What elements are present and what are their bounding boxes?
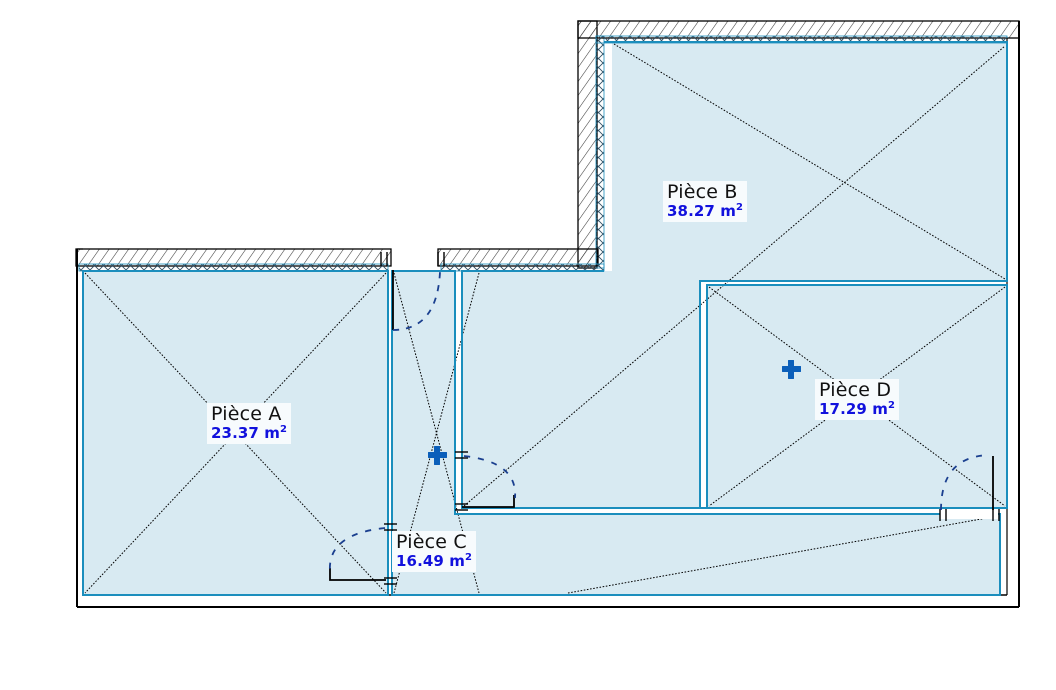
room-label-a: Pièce A 23.37 m2 [207, 403, 292, 445]
wall-crosshatch-mid [440, 263, 605, 272]
diagonal-d-2 [708, 286, 1006, 507]
room-label-d: Pièce D 17.29 m2 [815, 379, 900, 421]
room-name-d: Pièce D [819, 379, 892, 401]
door-swing-arc [463, 455, 516, 499]
room-area-a: 23.37 m2 [211, 424, 288, 443]
door-a-c-top [392, 270, 441, 331]
wall-crosshatch-top-a [78, 263, 389, 272]
room-name-b: Pièce B [667, 181, 738, 203]
doors [329, 270, 994, 581]
door-gap-d-bottom [940, 509, 998, 519]
marker-room-c [428, 446, 447, 465]
hatched-walls [75, 20, 1020, 272]
diagonal-c-3 [567, 515, 999, 594]
wall-hatched-mid [437, 248, 599, 267]
room-area-d: 17.29 m2 [819, 400, 896, 419]
door-swing-arc [329, 527, 386, 573]
diagonal-d-1 [708, 286, 1006, 507]
room-fills [83, 42, 1007, 595]
outline-room-d [706, 284, 1008, 509]
wall-crosshatch-left-b [595, 35, 605, 269]
center-markers [428, 360, 801, 465]
room-name-a: Pièce A [211, 403, 282, 425]
diagonal-a-1 [84, 272, 387, 594]
wall-hatched-top-a [75, 248, 392, 267]
room-area-c: 16.49 m2 [396, 552, 473, 571]
door-leaf [462, 495, 515, 508]
room-area-b: 38.27 m2 [667, 202, 744, 221]
marker-room-d [782, 360, 801, 379]
door-c-b-middle [462, 455, 516, 508]
door-openings [380, 252, 1000, 585]
wall-hatched-left-b [577, 20, 598, 269]
diagonal-b-1 [613, 43, 1006, 280]
door-leaf [329, 568, 386, 581]
room-name-c: Pièce C [396, 531, 467, 553]
diagonal-a-2 [84, 272, 387, 594]
door-a-c-bottom [329, 527, 386, 581]
door-d-bottom [940, 454, 994, 511]
wall-hatched-top-b [577, 20, 1020, 39]
room-label-b: Pièce B 38.27 m2 [663, 181, 748, 223]
room-label-c: Pièce C 16.49 m2 [392, 531, 477, 573]
door-swing-arc [940, 454, 991, 511]
